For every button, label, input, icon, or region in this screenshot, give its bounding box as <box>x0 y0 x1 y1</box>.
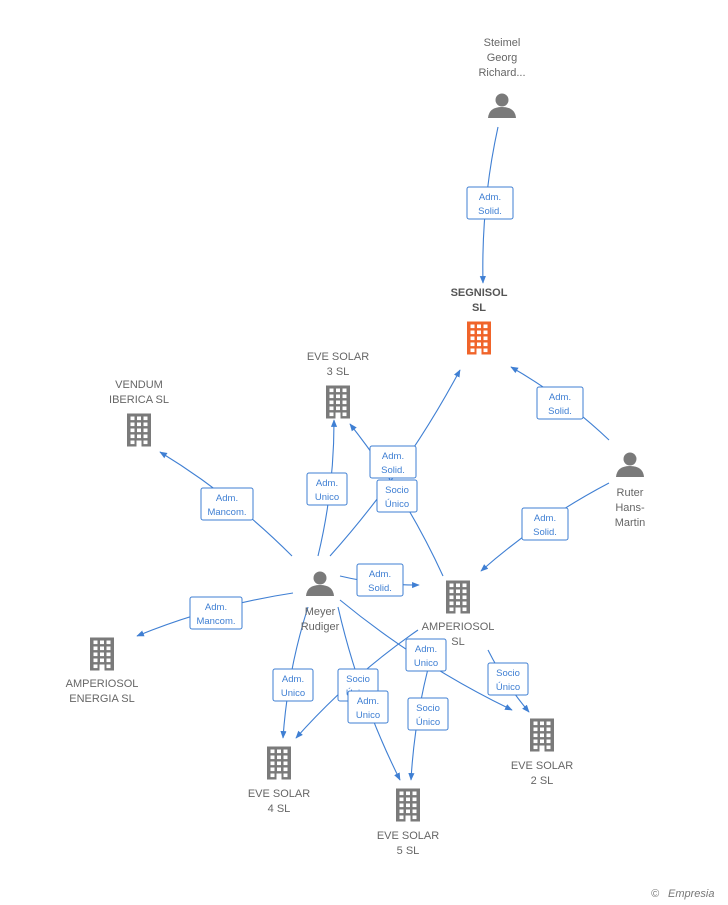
node-label-vendum-0: VENDUM <box>115 379 163 391</box>
node-label-eve2-0: EVE SOLAR <box>511 760 573 772</box>
node-label-steimel-2: Richard... <box>478 67 525 79</box>
relation-label-text-4-0: Socio <box>385 485 409 496</box>
relation-label-7[interactable]: Adm. Solid. <box>356 563 404 597</box>
relation-label-13[interactable]: Adm. Unico <box>405 638 447 672</box>
relation-label-text-7-1: Solid. <box>368 583 392 594</box>
node-label-eve3-1: 3 SL <box>327 366 350 378</box>
node-amperiosol[interactable]: AMPERIOSOL SL <box>422 580 495 649</box>
relation-label-text-12-0: Socio <box>416 703 440 714</box>
node-label-eve2-1: 2 SL <box>531 775 554 787</box>
relation-label-9[interactable]: Adm. Unico <box>272 668 314 702</box>
relation-label-text-14-0: Socio <box>496 668 520 679</box>
relation-label-text-8-0: Adm. <box>205 602 227 613</box>
node-label-segnisol-1: SL <box>472 302 486 314</box>
relation-label-text-13-1: Unico <box>414 658 438 669</box>
relation-label-text-13-0: Adm. <box>415 644 437 655</box>
relation-label-1[interactable]: Adm. Solid. <box>536 386 584 420</box>
relation-label-text-5-1: Unico <box>315 492 339 503</box>
node-label-amperiosol-1: SL <box>451 636 464 648</box>
node-label-eve5-0: EVE SOLAR <box>377 830 439 842</box>
relation-label-text-7-0: Adm. <box>369 569 391 580</box>
node-steimel[interactable]: SteimelGeorgRichard... <box>478 37 526 118</box>
relation-label-text-9-1: Unico <box>281 688 305 699</box>
relation-label-5[interactable]: Adm. Unico <box>306 472 348 506</box>
node-segnisol[interactable]: SEGNISOL SL <box>451 287 508 355</box>
node-vendum[interactable]: VENDUM IBERICA SL <box>109 379 169 447</box>
node-label-ruter-1: Hans- <box>615 502 645 514</box>
node-label-eve4-0: EVE SOLAR <box>248 788 310 800</box>
node-label-amperiosol_energia-1: ENERGIA SL <box>69 693 134 705</box>
node-amperiosol_energia[interactable]: AMPERIOSOL ENERGIA SL <box>66 637 139 706</box>
node-label-ruter-0: Ruter <box>617 487 644 499</box>
relation-label-6[interactable]: Adm. Mancom. <box>200 487 254 521</box>
node-label-amperiosol-0: AMPERIOSOL <box>422 621 495 633</box>
building-icon <box>90 637 114 671</box>
node-label-amperiosol_energia-0: AMPERIOSOL <box>66 678 139 690</box>
brand-name: Empresia <box>668 888 714 900</box>
node-label-eve3-0: EVE SOLAR <box>307 351 369 363</box>
brand-watermark[interactable]: © Empresia <box>651 888 714 900</box>
building-icon <box>267 746 291 780</box>
relation-label-text-3-1: Solid. <box>381 465 405 476</box>
relation-label-text-5-0: Adm. <box>316 478 338 489</box>
relation-label-text-1-0: Adm. <box>549 392 571 403</box>
node-eve2[interactable]: EVE SOLAR 2 SL <box>511 718 573 788</box>
building-icon <box>127 413 151 447</box>
relation-label-text-3-0: Adm. <box>382 451 404 462</box>
building-icon <box>396 788 420 822</box>
person-icon <box>488 93 516 118</box>
relation-label-2[interactable]: Adm. Solid. <box>521 507 569 541</box>
node-label-eve5-1: 5 SL <box>397 845 420 857</box>
relation-label-text-8-1: Mancom. <box>196 616 235 627</box>
relation-label-text-12-1: Único <box>416 717 440 728</box>
relation-label-11[interactable]: Adm. Unico <box>347 690 389 724</box>
relation-label-text-0-1: Solid. <box>478 206 502 217</box>
relation-label-text-4-1: Único <box>385 499 409 510</box>
person-icon <box>616 452 644 477</box>
node-label-meyer-1: Rudiger <box>301 621 340 633</box>
node-label-vendum-1: IBERICA SL <box>109 394 169 406</box>
node-eve5[interactable]: EVE SOLAR 5 SL <box>377 788 439 858</box>
building-icon <box>446 580 470 614</box>
relation-label-text-10-0: Socio <box>346 674 370 685</box>
node-label-steimel-1: Georg <box>487 52 518 64</box>
building-icon <box>467 321 491 355</box>
node-label-ruter-2: Martin <box>615 517 646 529</box>
relation-label-0[interactable]: Adm. Solid. <box>466 186 514 220</box>
relation-label-text-6-0: Adm. <box>216 493 238 504</box>
node-eve3[interactable]: EVE SOLAR 3 SL <box>307 351 369 419</box>
building-icon <box>326 385 350 419</box>
relation-label-text-1-1: Solid. <box>548 406 572 417</box>
node-eve4[interactable]: EVE SOLAR 4 SL <box>248 746 310 816</box>
node-label-segnisol-0: SEGNISOL <box>451 287 508 299</box>
copyright-icon: © <box>651 888 660 900</box>
relation-label-text-11-1: Unico <box>356 710 380 721</box>
relation-label-text-2-0: Adm. <box>534 513 556 524</box>
relation-label-text-11-0: Adm. <box>357 696 379 707</box>
relation-label-text-0-0: Adm. <box>479 192 501 203</box>
node-label-meyer-0: Meyer <box>305 606 336 618</box>
node-label-steimel-0: Steimel <box>484 37 521 49</box>
person-icon <box>306 571 334 596</box>
node-label-eve4-1: 4 SL <box>268 803 291 815</box>
relation-label-8[interactable]: Adm. Mancom. <box>189 596 243 630</box>
relation-label-text-2-1: Solid. <box>533 527 557 538</box>
relation-labels-layer: Adm. Solid. Adm. Solid. Adm. Solid. Adm. Solid.… <box>189 186 584 731</box>
building-icon <box>530 718 554 752</box>
relation-label-text-14-1: Único <box>496 682 520 693</box>
relation-label-text-9-0: Adm. <box>282 674 304 685</box>
relation-label-3[interactable]: Adm. Solid. <box>369 445 417 479</box>
relation-label-text-6-1: Mancom. <box>207 507 246 518</box>
